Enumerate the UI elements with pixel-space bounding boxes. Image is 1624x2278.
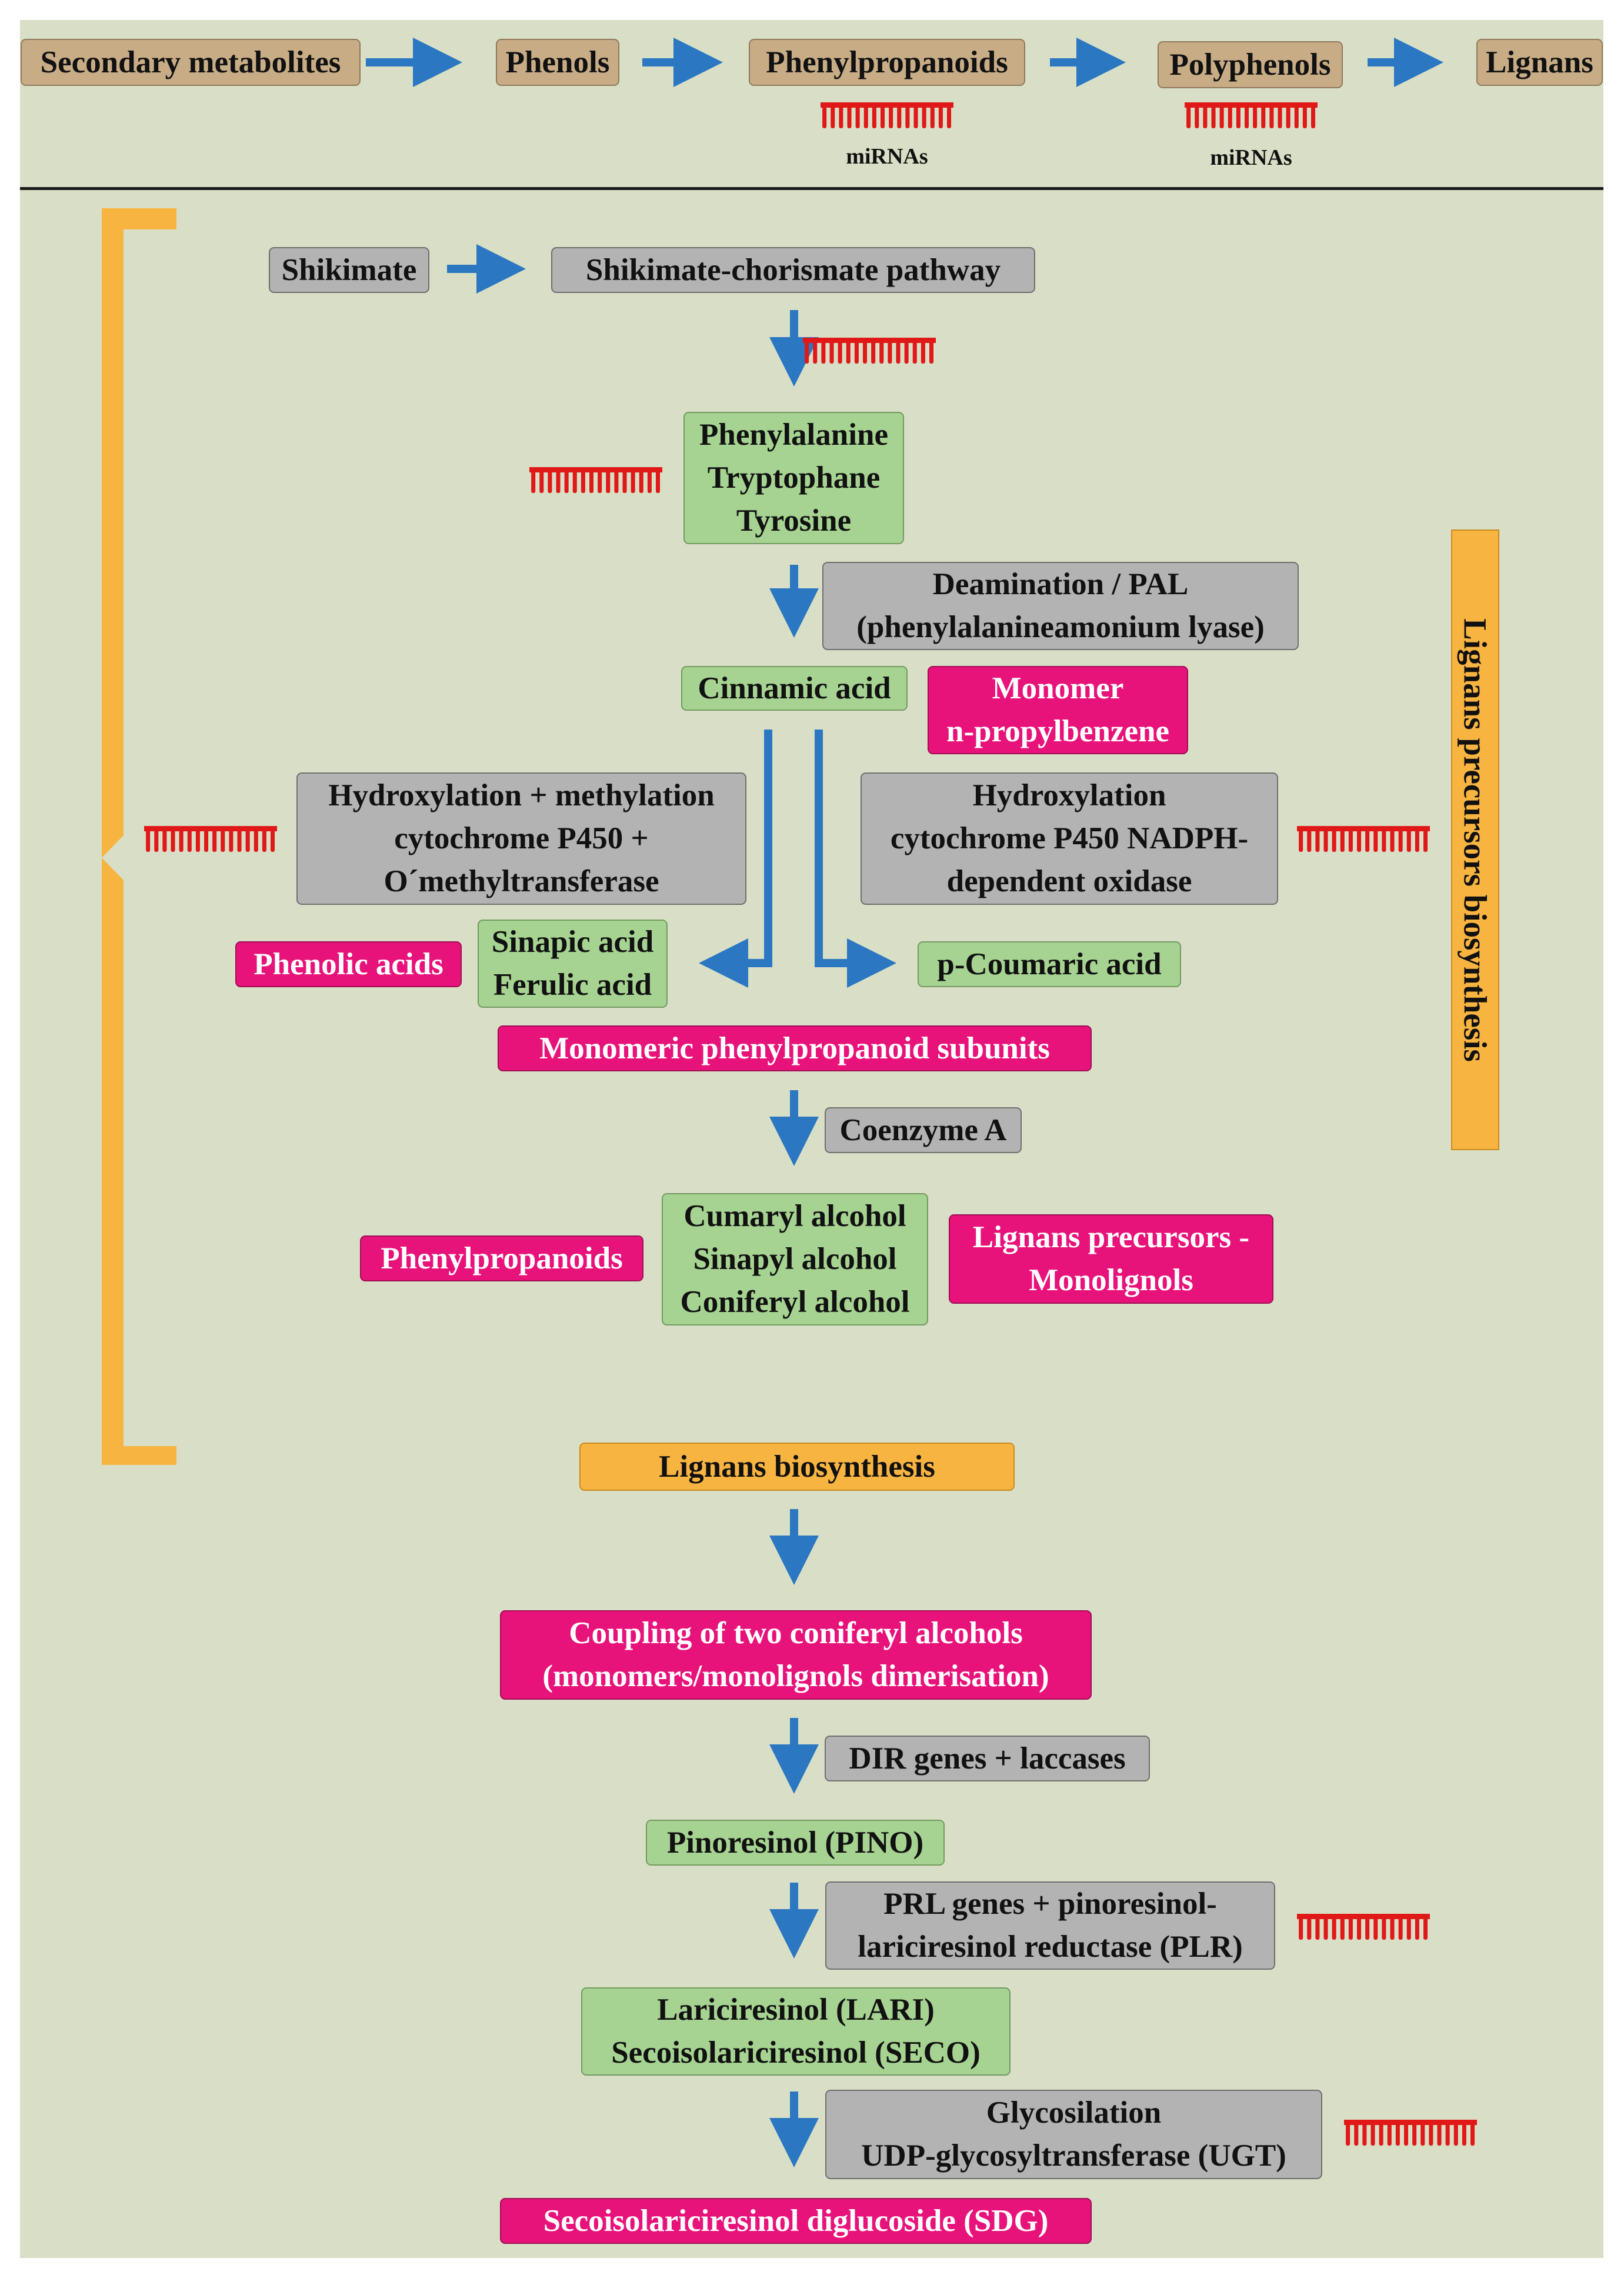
- node-hydroxylation-oxidase: Hydroxylation cytochrome P450 NADPH- dep…: [861, 772, 1278, 905]
- mirna-icon: [529, 467, 662, 493]
- node-coenzyme-a: Coenzyme A: [825, 1107, 1022, 1153]
- mirna-icon: [1297, 826, 1430, 852]
- node-lignans: Lignans: [1476, 39, 1603, 86]
- node-lignans-biosynthesis: Lignans biosynthesis: [579, 1443, 1015, 1491]
- node-phenylpropanoids-label: Phenylpropanoids: [360, 1235, 643, 1281]
- node-phenylpropanoids: Phenylpropanoids: [749, 39, 1025, 86]
- node-lari-seco: Lariciresinol (LARI) Secoisolariciresino…: [581, 1987, 1011, 2076]
- node-monomeric-subunits: Monomeric phenylpropanoid subunits: [498, 1025, 1092, 1071]
- node-dir-genes: DIR genes + laccases: [825, 1736, 1150, 1781]
- node-phenolic-acids: Phenolic acids: [235, 941, 462, 987]
- node-deamination-pal: Deamination / PAL (phenylalanineamonium …: [822, 562, 1299, 650]
- node-hydroxylation-methylation: Hydroxylation + methylation cytochrome P…: [296, 772, 746, 905]
- node-secondary-metabolites: Secondary metabolites: [21, 39, 361, 86]
- node-sinapic-ferulic: Sinapic acid Ferulic acid: [478, 920, 668, 1008]
- node-coupling: Coupling of two coniferyl alcohols (mono…: [500, 1610, 1092, 1700]
- node-prl-genes: PRL genes + pinoresinol- lariciresinol r…: [825, 1881, 1275, 1970]
- precursors-bracket: [102, 208, 176, 1465]
- node-shikimate-pathway: Shikimate-chorismate pathway: [551, 247, 1035, 293]
- node-cinnamic-acid: Cinnamic acid: [681, 666, 908, 711]
- node-sdg: Secoisolariciresinol diglucoside (SDG): [500, 2198, 1092, 2244]
- node-pinoresinol: Pinoresinol (PINO): [646, 1820, 945, 1866]
- mirna-icon: [803, 338, 936, 364]
- arrow-cinnamic-coumaric: [815, 730, 896, 988]
- arrow-cinnamic-sinapic: [699, 730, 772, 988]
- mirna-icon: [1297, 1914, 1430, 1940]
- node-monomer: Monomer n-propylbenzene: [928, 666, 1188, 754]
- node-monolignols: Lignans precursors - Monolignols: [949, 1214, 1273, 1304]
- mirna-label: miRNAs: [1210, 145, 1292, 170]
- node-alcohols: Cumaryl alcohol Sinapyl alcohol Conifery…: [662, 1193, 928, 1325]
- precursors-side-label: Lignans precursors biosynthesis: [1451, 529, 1499, 1150]
- node-glycosilation: Glycosilation UDP-glycosyltransferase (U…: [825, 2090, 1322, 2179]
- node-phenols: Phenols: [496, 39, 619, 86]
- mirna-icon: [821, 102, 953, 128]
- node-shikimate: Shikimate: [269, 247, 429, 293]
- mirna-icon: [1185, 102, 1318, 128]
- mirna-icon: [144, 826, 277, 852]
- mirna-label: miRNAs: [846, 144, 928, 169]
- node-amino-acids: Phenylalanine Tryptophane Tyrosine: [683, 412, 904, 544]
- node-p-coumaric-acid: p-Coumaric acid: [918, 941, 1181, 987]
- mirna-icon: [1344, 2120, 1477, 2146]
- node-polyphenols: Polyphenols: [1158, 41, 1343, 88]
- section-divider: [20, 187, 1603, 190]
